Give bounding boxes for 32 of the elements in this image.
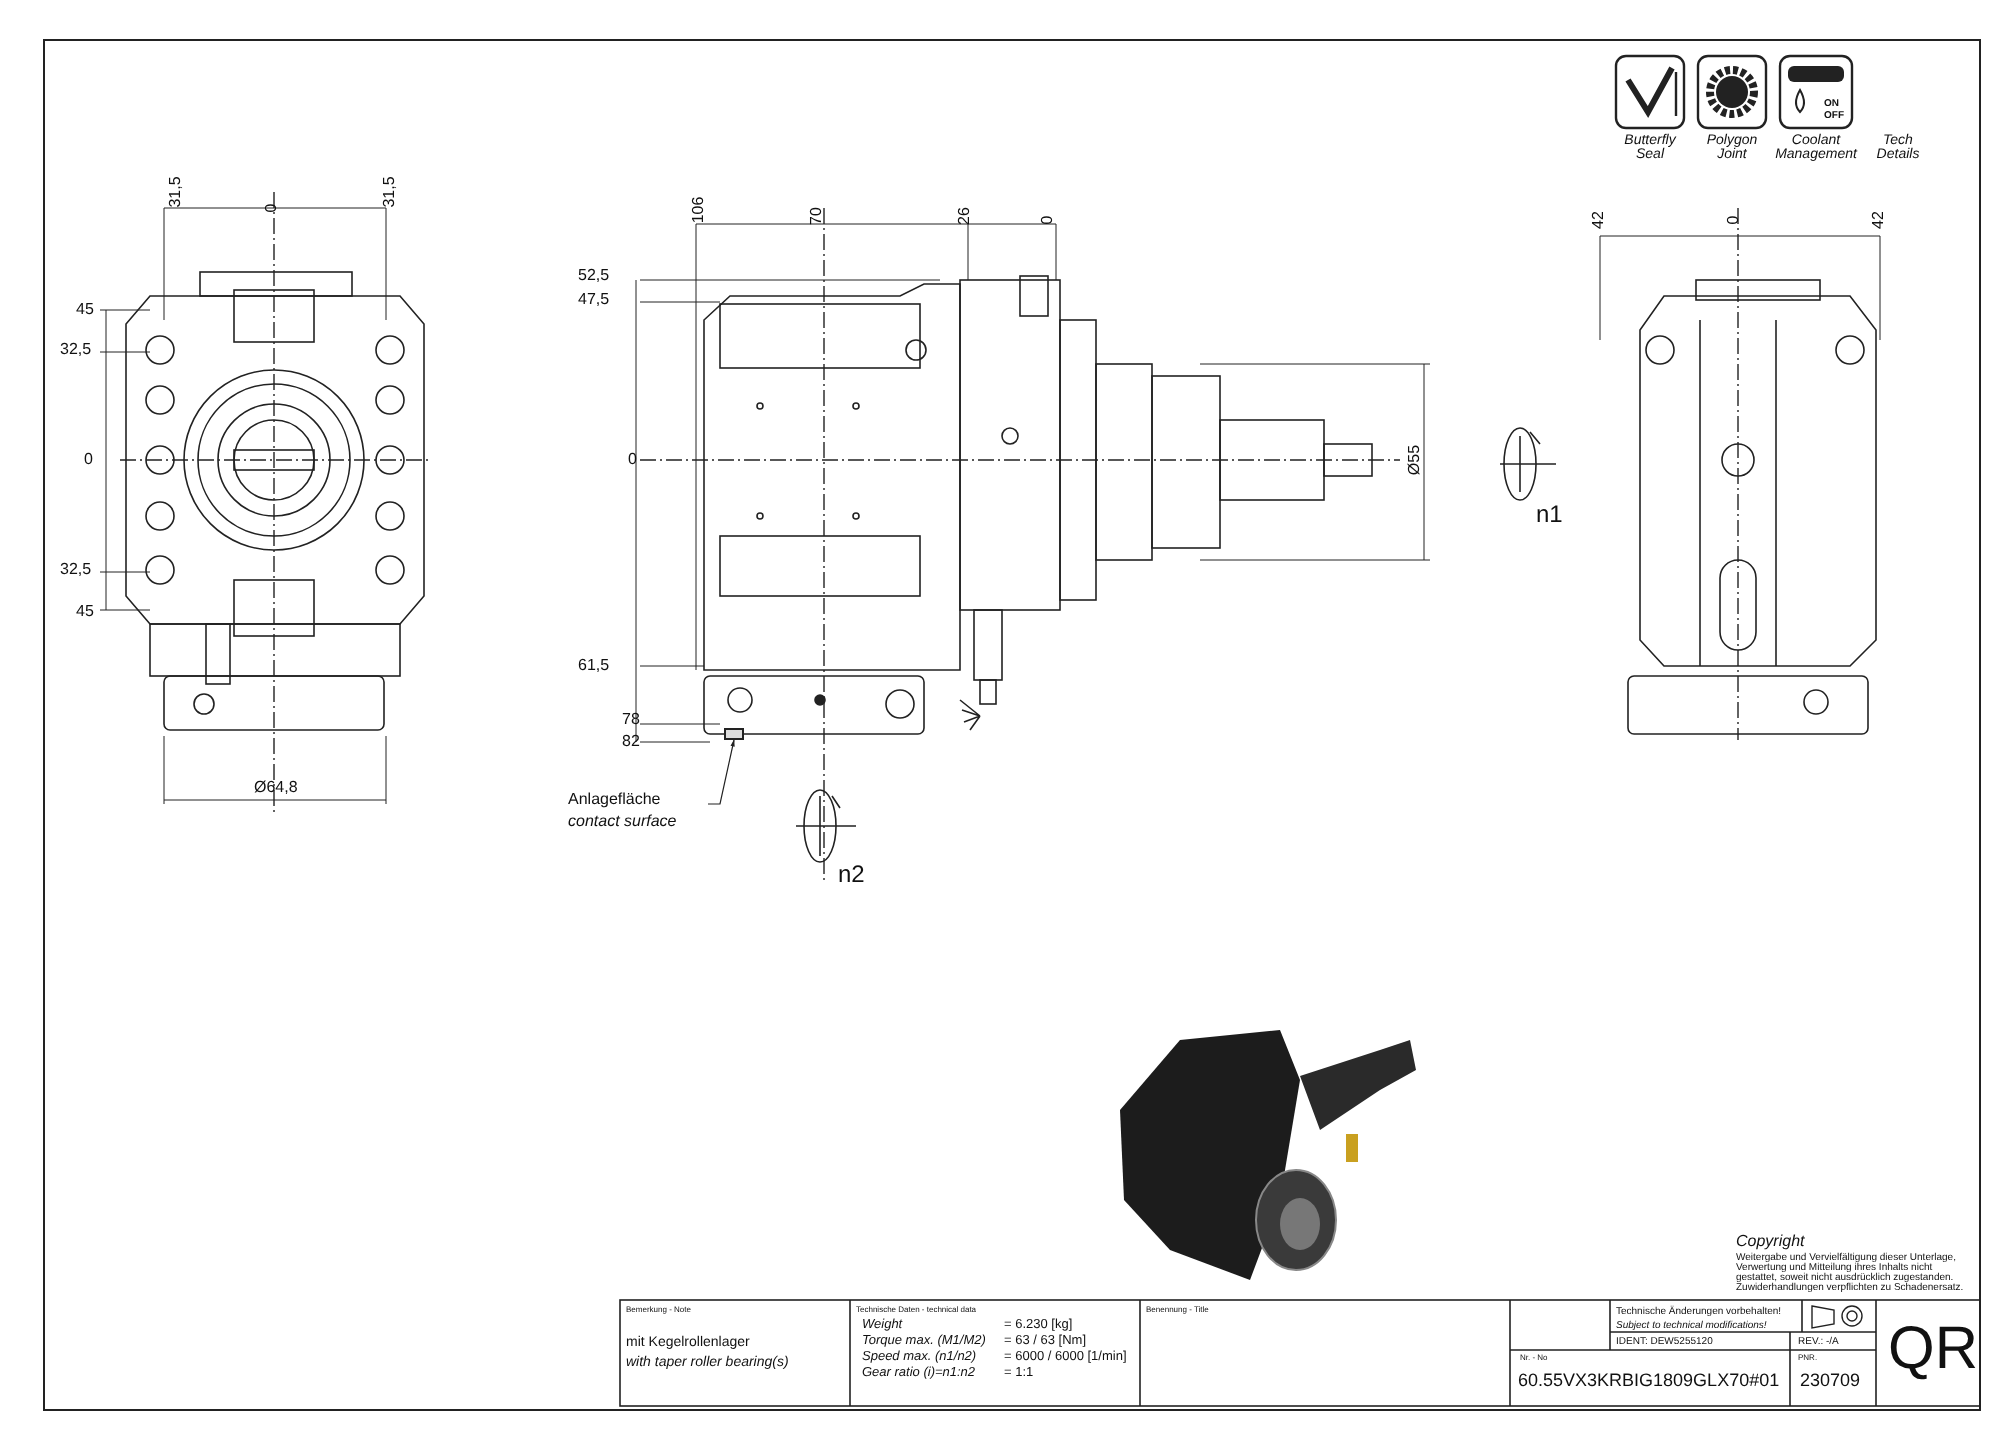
dimension-value: 26 bbox=[956, 207, 973, 225]
qr-text: QR bbox=[1888, 1320, 1978, 1380]
dimension-value: 0 bbox=[84, 452, 93, 468]
dimension-value: 61,5 bbox=[578, 658, 610, 674]
dimension-value: 42 bbox=[1870, 211, 1887, 229]
dimension-value: Ø55 bbox=[1407, 444, 1424, 476]
dimension-value: 32,5 bbox=[60, 562, 92, 578]
dimension-value: 45 bbox=[76, 604, 94, 620]
dimension-value: 0 bbox=[1040, 215, 1057, 225]
dimension-value: 31,5 bbox=[167, 176, 184, 208]
dimension-value: 52,5 bbox=[578, 268, 610, 284]
dimension-value: 31,5 bbox=[381, 176, 398, 208]
dimension-value: 42 bbox=[1590, 211, 1607, 229]
leader-line bbox=[707, 739, 735, 805]
dimension-value: 47,5 bbox=[578, 292, 610, 308]
part-number: 60.55VX3KRBIG1809GLX70#01 bbox=[1518, 1372, 1780, 1390]
rotation-label: n2 bbox=[838, 862, 865, 886]
dimension-value: 0 bbox=[628, 452, 637, 468]
dimension-value: 70 bbox=[808, 207, 825, 225]
dimension-value: 82 bbox=[622, 734, 640, 750]
dimension-value: 0 bbox=[264, 203, 281, 213]
rotation-label: n1 bbox=[1536, 502, 1563, 526]
dimension-value: 45 bbox=[76, 302, 94, 318]
dimension-value: Ø64,8 bbox=[254, 780, 298, 796]
drawing-number: 230709 bbox=[1800, 1372, 1861, 1390]
dimension-value: 0 bbox=[1726, 215, 1743, 225]
leader-text: Anlagefläche contact surface bbox=[568, 788, 708, 832]
dimension-value: 32,5 bbox=[60, 342, 92, 358]
copyright-text: Copyright bbox=[1736, 1234, 1805, 1250]
dimension-value: 106 bbox=[691, 196, 708, 224]
dimension-value: 78 bbox=[622, 712, 640, 728]
contact-surface bbox=[724, 728, 744, 740]
